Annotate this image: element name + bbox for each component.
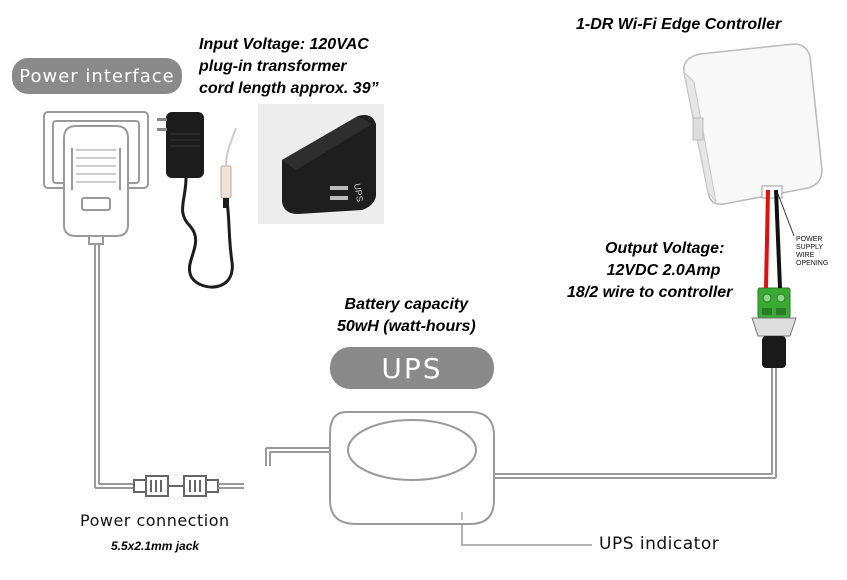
wire-opening-line: SUPPLY: [796, 244, 824, 251]
ups-indicator-label: UPS indicator: [599, 534, 720, 554]
adapter-cable: [94, 244, 134, 489]
wire-opening-leader: [777, 193, 795, 237]
controller-title: 1-DR Wi-Fi Edge Controller: [576, 16, 782, 33]
input-voltage-note: Input Voltage: 120VAC plug-in transforme…: [199, 34, 379, 100]
ups-pill: UPS: [330, 347, 494, 389]
plug-in-transformer-icon: [157, 112, 237, 289]
jack-size-note: 5.5x2.1mm jack: [111, 539, 200, 553]
wire-opening-line: POWER: [796, 236, 823, 243]
output-note-line: Output Voltage:: [605, 240, 725, 257]
power-connection-label: Power connection: [80, 511, 230, 530]
transformer-photo: UPS: [258, 104, 384, 224]
input-note-line: cord length approx. 39”: [199, 80, 379, 97]
power-interface-pill: Power interface: [12, 58, 182, 94]
battery-note-line: Battery capacity: [344, 296, 469, 313]
edge-controller-icon: [683, 43, 823, 205]
battery-note-line: 50wH (watt-hours): [337, 318, 476, 335]
connector-to-ups-cable: [218, 447, 330, 489]
ups-indicator-leader: [461, 524, 592, 546]
transformer-stamp: UPS: [352, 183, 365, 203]
output-note-line: 12VDC 2.0Amp: [606, 262, 721, 279]
input-note-line: Input Voltage: 120VAC: [199, 36, 369, 53]
wire-opening-label: POWER SUPPLY WIRE OPENING: [796, 236, 828, 268]
input-note-line: plug-in transformer: [199, 58, 347, 75]
inline-connector-icon: [133, 475, 219, 497]
ups-unit-icon: [329, 411, 495, 525]
wire-opening-line: WIRE: [796, 252, 815, 259]
power-supply-wires: [764, 189, 782, 289]
ups-output-cable: [494, 368, 777, 479]
wire-opening-line: OPENING: [796, 260, 829, 267]
dc-jack-connector-icon: [751, 287, 797, 368]
power-adapter-icon: [43, 111, 149, 245]
output-note-line: 18/2 wire to controller: [567, 284, 733, 301]
battery-capacity-note: Battery capacity 50wH (watt-hours): [337, 294, 476, 338]
output-voltage-note: Output Voltage: 12VDC 2.0Amp 18/2 wire t…: [567, 238, 732, 304]
